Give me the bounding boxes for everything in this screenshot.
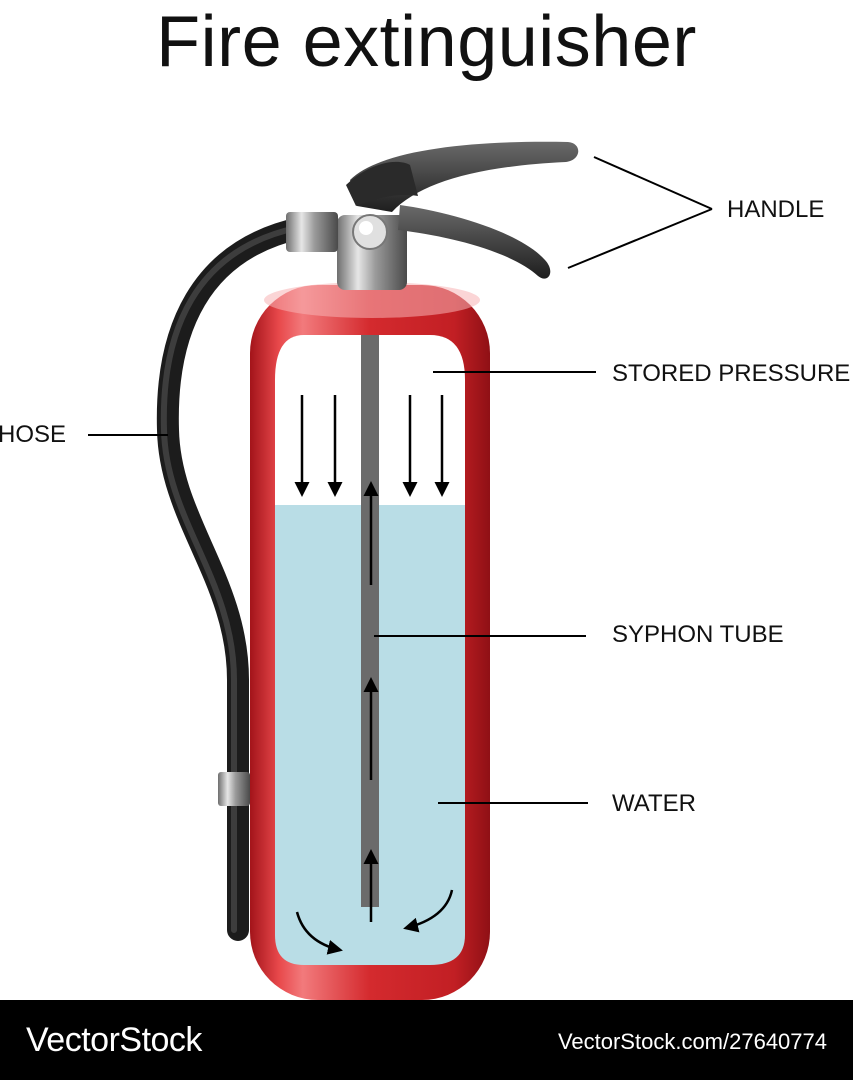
brand-logo: VectorStock [26, 1021, 202, 1059]
hose [156, 217, 311, 941]
handle-levers [346, 141, 579, 279]
syphon-tube [361, 335, 379, 907]
label-syphon-tube: SYPHON TUBE [612, 621, 784, 648]
valve [286, 212, 407, 290]
hose-clip [218, 772, 250, 806]
flow-arrows [295, 481, 454, 955]
label-hose: HOSE [0, 421, 67, 448]
diagram-title: Fire extinguisher [156, 2, 697, 82]
stock-id: VectorStock.com/27640774 [557, 1029, 827, 1054]
label-handle: HANDLE [727, 196, 825, 223]
watermark-footer: VectorStock VectorStock.com/27640774 [0, 1000, 853, 1080]
leader-lines [88, 156, 713, 804]
label-stored-pressure: STORED PRESSURE [612, 360, 851, 387]
pressure-arrows [294, 395, 450, 497]
label-water: WATER [612, 790, 696, 817]
fire-extinguisher-diagram [88, 141, 713, 1000]
